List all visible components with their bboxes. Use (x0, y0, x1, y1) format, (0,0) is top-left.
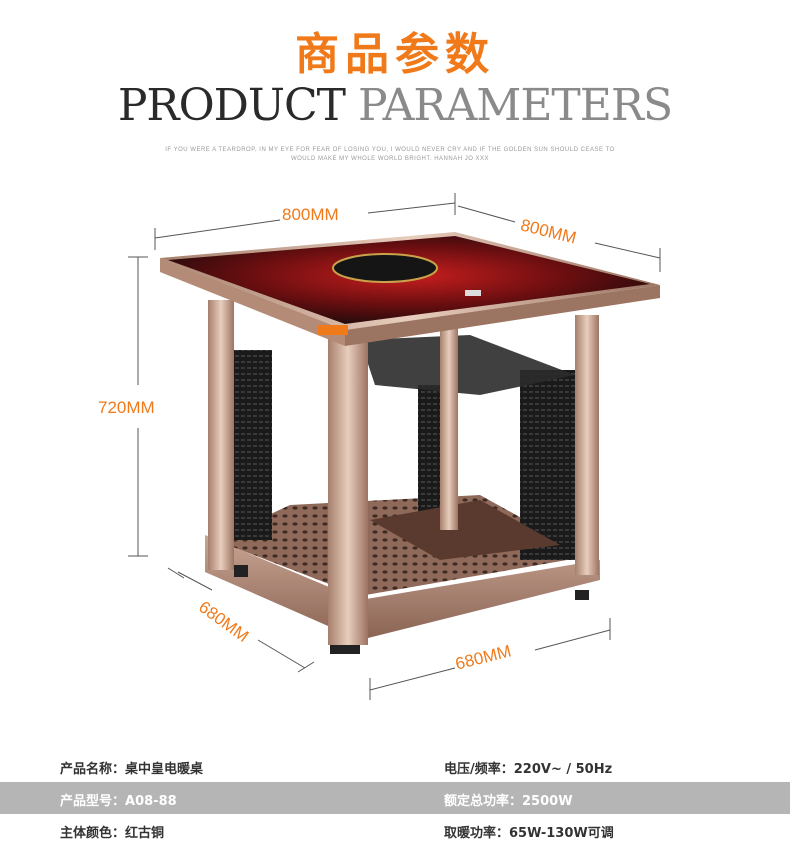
spec-row: 产品型号：A08-88 额定总功率：2500W (0, 782, 790, 814)
spec-table: 产品名称：桌中皇电暖桌 电压/频率：220V~ / 50Hz 产品型号：A08-… (0, 750, 790, 846)
spec-label: 取暖功率： (444, 826, 510, 841)
heater-panel-left (232, 350, 272, 540)
hotpot-ring (332, 253, 438, 283)
dim-top-width: 800MM (282, 205, 339, 224)
spec-right: 取暖功率：65W-130W可调 (444, 822, 614, 841)
power-switch-icon (234, 565, 248, 577)
title-en-word-1: PRODUCT (117, 80, 346, 131)
spec-value: 65W-130W可调 (509, 826, 614, 841)
spec-right: 电压/频率：220V~ / 50Hz (444, 758, 612, 777)
dimension-lines (128, 193, 661, 700)
spec-value: 2500W (522, 794, 573, 809)
spec-row: 产品名称：桌中皇电暖桌 电压/频率：220V~ / 50Hz (0, 750, 790, 782)
control-panel-icon (465, 290, 481, 296)
spec-left: 主体颜色：红古铜 (60, 822, 164, 841)
leg-back (440, 310, 458, 530)
title-en-word-2: PARAMETERS (358, 80, 673, 131)
spec-value: 220V~ / 50Hz (513, 762, 613, 777)
tagline-line-1: IF YOU WERE A TEARDROP, IN MY EYE FOR FE… (165, 147, 615, 153)
inner-shelf (360, 335, 575, 395)
leg-front (328, 335, 368, 645)
tagline-line-2: WOULD MAKE MY WHOLE WORLD BRIGHT. HANNAH… (290, 156, 490, 162)
tagline: IF YOU WERE A TEARDROP, IN MY EYE FOR FE… (140, 146, 640, 164)
dim-height: 720MM (98, 398, 155, 417)
tabletop-edge-front (160, 258, 345, 346)
foot-right (575, 590, 589, 600)
tabletop-edge-right (345, 285, 660, 346)
spec-value: 红古铜 (125, 826, 165, 841)
spec-label: 产品型号： (60, 794, 126, 809)
corner-cap (318, 325, 348, 335)
spec-left: 产品型号：A08-88 (60, 790, 177, 809)
spec-right: 额定总功率：2500W (444, 790, 573, 809)
spec-label: 产品名称： (60, 762, 126, 777)
spec-label: 额定总功率： (444, 794, 523, 809)
leg-left (208, 300, 234, 570)
base-frame (205, 535, 600, 640)
spec-label: 主体颜色： (60, 826, 126, 841)
spec-left: 产品名称：桌中皇电暖桌 (60, 758, 203, 777)
page-title-en: PRODUCT PARAMETERS (0, 80, 790, 131)
spec-row: 主体颜色：红古铜 取暖功率：65W-130W可调 (0, 814, 790, 846)
leg-right (575, 315, 599, 575)
spec-label: 电压/频率： (444, 762, 514, 777)
spec-value: A08-88 (125, 794, 177, 809)
page-title-cn: 商品参数 (295, 29, 495, 80)
product-illustration (128, 193, 661, 700)
inner-tray (370, 500, 560, 560)
spec-value: 桌中皇电暖桌 (125, 762, 204, 777)
